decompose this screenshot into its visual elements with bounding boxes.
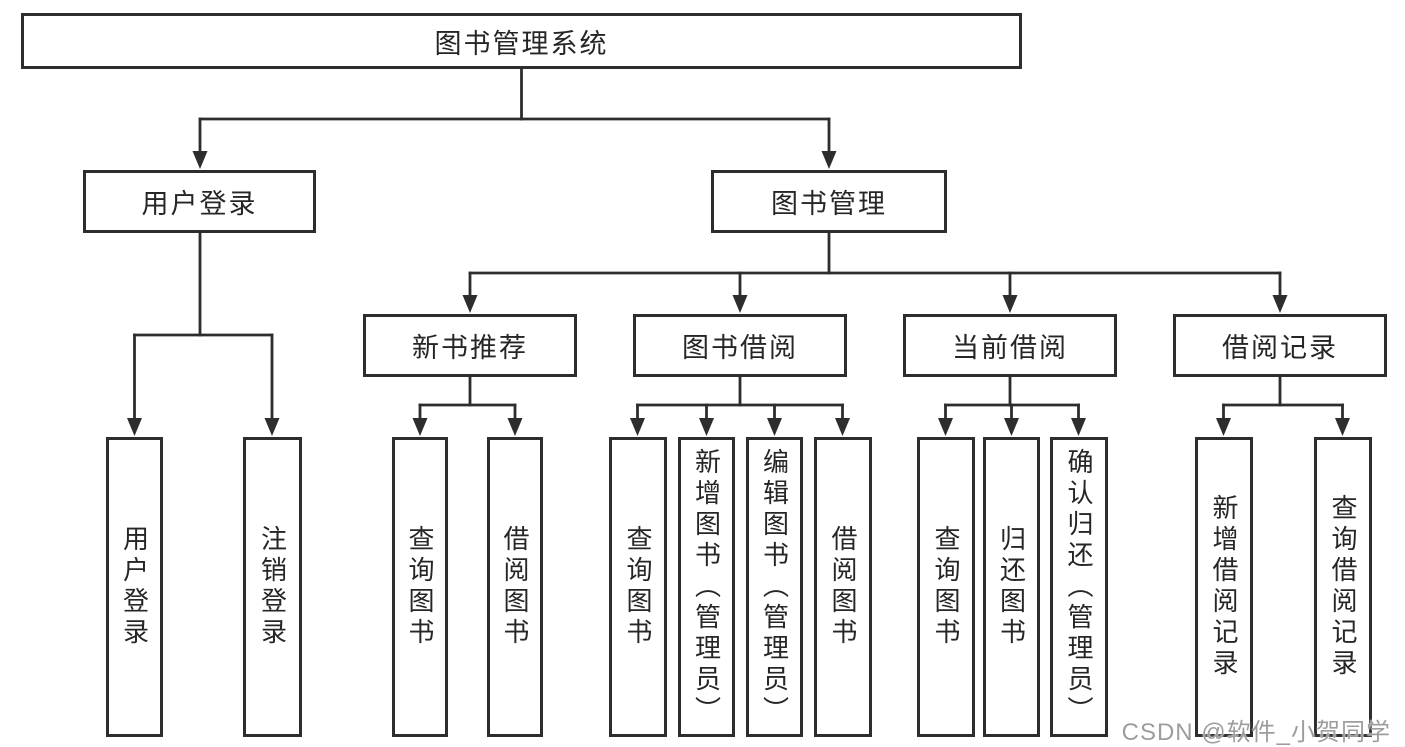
leaf-query-books-current-label: 查询图书 — [931, 525, 961, 649]
node-user-login: 用户登录 — [83, 170, 316, 233]
leaf-borrow-books-borrowing: 借阅图书 — [814, 437, 872, 737]
node-root-system: 图书管理系统 — [21, 13, 1022, 69]
leaf-logout-login: 注销登录 — [243, 437, 302, 737]
node-book-borrowing-label: 图书借阅 — [682, 333, 798, 363]
leaf-edit-books-admin: 编辑图书（管理员） — [746, 437, 803, 737]
leaf-return-books-label: 归还图书 — [996, 525, 1027, 649]
leaf-query-books-recommend: 查询图书 — [392, 437, 448, 737]
node-book-management-label: 图书管理 — [771, 189, 887, 219]
leaf-confirm-return-admin: 确认归还（管理员） — [1050, 437, 1108, 737]
node-user-login-label: 用户登录 — [141, 189, 258, 219]
leaf-add-books-admin: 新增图书（管理员） — [678, 437, 735, 737]
node-book-borrowing: 图书借阅 — [633, 314, 847, 377]
node-new-book-recommendation-label: 新书推荐 — [412, 333, 528, 363]
leaf-query-books-current: 查询图书 — [917, 437, 975, 737]
node-borrowing-records: 借阅记录 — [1173, 314, 1387, 377]
leaf-borrow-books-borrowing-label: 借阅图书 — [828, 525, 858, 649]
leaf-return-books: 归还图书 — [983, 437, 1040, 737]
leaf-confirm-return-admin-label: 确认归还（管理员） — [1064, 447, 1094, 727]
leaf-borrow-books-recommend-label: 借阅图书 — [500, 525, 530, 649]
node-current-borrowing-label: 当前借阅 — [952, 333, 1068, 363]
leaf-add-borrow-record: 新增借阅记录 — [1195, 437, 1253, 737]
leaf-user-login-label: 用户登录 — [119, 525, 150, 649]
node-new-book-recommendation: 新书推荐 — [363, 314, 577, 377]
leaf-borrow-books-recommend: 借阅图书 — [487, 437, 543, 737]
leaf-user-login: 用户登录 — [106, 437, 163, 737]
watermark: CSDN @软件_小贺同学 — [1121, 719, 1391, 746]
leaf-query-books-borrowing-label: 查询图书 — [623, 525, 653, 649]
leaf-query-books-borrowing: 查询图书 — [609, 437, 667, 737]
leaf-query-books-recommend-label: 查询图书 — [405, 525, 435, 649]
leaf-add-books-admin-label: 新增图书（管理员） — [691, 447, 722, 727]
leaf-query-borrow-record: 查询借阅记录 — [1314, 437, 1372, 737]
node-book-management: 图书管理 — [711, 170, 947, 233]
leaf-query-borrow-record-label: 查询借阅记录 — [1328, 494, 1358, 680]
node-root-system-label: 图书管理系统 — [434, 28, 609, 59]
node-borrowing-records-label: 借阅记录 — [1222, 333, 1338, 363]
node-current-borrowing: 当前借阅 — [903, 314, 1117, 377]
leaf-add-borrow-record-label: 新增借阅记录 — [1209, 494, 1239, 680]
leaf-edit-books-admin-label: 编辑图书（管理员） — [759, 447, 790, 727]
leaf-logout-login-label: 注销登录 — [257, 525, 288, 649]
